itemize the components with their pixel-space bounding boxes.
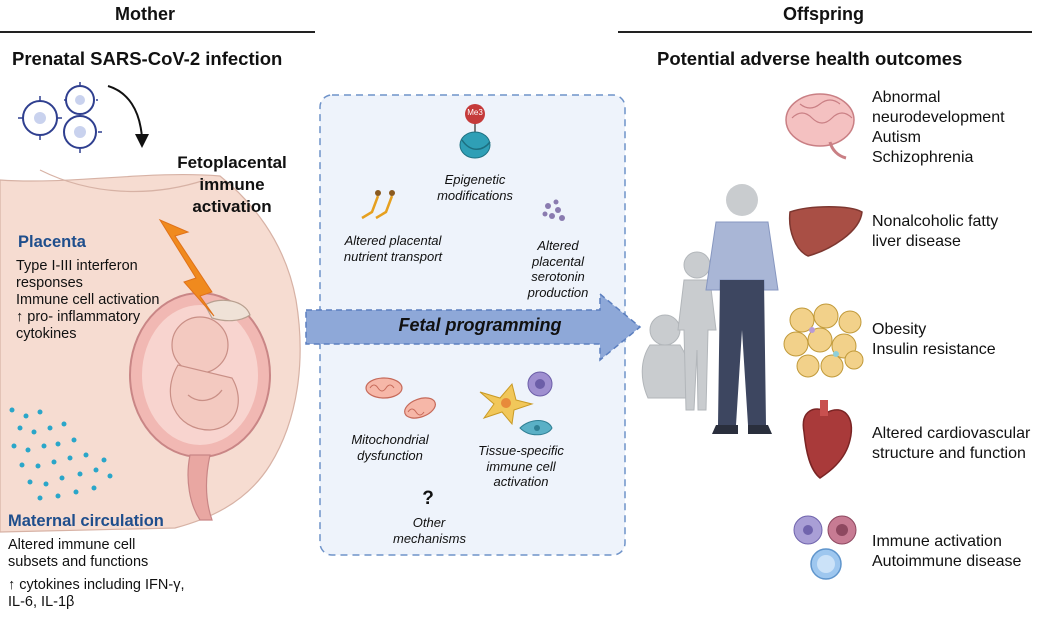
virus-particles-icon: [18, 82, 102, 153]
placenta-line: cytokines: [16, 326, 77, 342]
serotonin-line: placental: [531, 253, 585, 269]
fetal-programming-label: Fetal programming: [398, 315, 562, 335]
activation-label: Fetoplacental immune activation: [172, 152, 292, 218]
placenta-line: Type I-III interferon: [16, 258, 138, 274]
placenta-line: ↑ pro- inflammatory: [16, 309, 141, 325]
outcome-obesity: Obesity Insulin resistance: [872, 320, 996, 360]
outcome-line: Insulin resistance: [872, 341, 996, 358]
question-mark: ?: [422, 488, 434, 509]
me3-label: Me3: [467, 108, 483, 117]
fetus-illustration: [169, 316, 239, 431]
circulation-title: Maternal circulation: [8, 512, 164, 530]
outcome-line: neurodevelopment: [872, 109, 1005, 126]
nutrient-line: Altered placental: [344, 233, 442, 248]
immune-cells-icon: [793, 515, 857, 580]
mother-header: Mother: [115, 4, 175, 24]
tissue-immune-label: Tissue-specific immune cell activation: [462, 443, 580, 490]
mitochondrial-line: Mitochondrial: [351, 432, 429, 447]
placenta-illustration: [204, 299, 251, 322]
serotonin-label: Altered placental serotonin production: [515, 238, 601, 300]
heart-icon: [802, 400, 853, 479]
outcome-line: Autoimmune disease: [872, 553, 1022, 570]
brain-icon: [785, 93, 855, 160]
infection-arrow: [107, 85, 143, 139]
outcome-line: Autism: [872, 129, 921, 146]
mother-header-rule: [0, 31, 315, 33]
lightning-bolt-icon: [158, 218, 215, 317]
outcome-line: Immune activation: [872, 533, 1002, 550]
tissue-immune-line: Tissue-specific: [478, 443, 564, 458]
placenta-line: responses: [16, 275, 83, 291]
other-mechanisms-label: Other mechanisms: [393, 515, 466, 546]
serotonin-line: serotonin: [531, 269, 585, 284]
mitochondrial-line: dysfunction: [357, 447, 423, 463]
epigenetic-line: Epigenetic: [444, 172, 506, 187]
circulation-line: subsets and functions: [8, 554, 149, 570]
circulation-line: ↑ cytokines including IFN-γ,: [8, 577, 185, 593]
tissue-immune-line: immune cell: [486, 458, 556, 474]
activation-label-line: immune: [199, 175, 265, 194]
outcome-line: Nonalcoholic fatty: [872, 213, 999, 230]
circulation-line: IL-6, IL-1β: [8, 594, 75, 610]
offspring-header-rule: [618, 31, 1032, 33]
activation-label-line: Fetoplacental: [177, 153, 287, 172]
outcome-immune: Immune activation Autoimmune disease: [872, 532, 1021, 572]
tissue-immune-line: activation: [493, 474, 549, 489]
nutrient-label: Altered placental nutrient transport: [328, 233, 458, 264]
outcome-line: Abnormal: [872, 89, 941, 106]
serotonin-line: production: [527, 284, 589, 300]
adipose-icon: [783, 303, 864, 378]
mitochondria-icon: [365, 377, 436, 419]
offspring-subtitle: Potential adverse health outcomes: [657, 48, 963, 69]
mitochondrial-label: Mitochondrial dysfunction: [345, 432, 435, 463]
placenta-title: Placenta: [18, 233, 86, 251]
placenta-details: Type I-III interferon responses Immune c…: [16, 258, 159, 343]
offspring-header: Offspring: [783, 4, 864, 24]
me3-marker-icon: [465, 104, 485, 124]
tissue-immune-cells-icon: [479, 371, 553, 436]
cytokine-dots-icon: [9, 407, 113, 501]
nutrient-transporter-icon: [361, 190, 395, 220]
serotonin-line: Altered: [537, 238, 579, 253]
epigenetic-label: Epigenetic modifications: [420, 172, 530, 203]
mother-subtitle: Prenatal SARS-CoV-2 infection: [12, 48, 283, 69]
family-silhouette-icon: [641, 251, 717, 411]
fetal-programming-arrow: [305, 292, 642, 362]
circulation-line: Altered immune cell: [8, 537, 136, 553]
activation-label-line: activation: [192, 197, 272, 216]
outcome-line: liver disease: [872, 233, 961, 250]
circulation-details: Altered immune cell subsets and function…: [8, 537, 184, 611]
outcome-line: Schizophrenia: [872, 149, 974, 166]
outcome-neuro: Abnormal neurodevelopment Autism Schizop…: [872, 88, 1005, 168]
serotonin-molecules-icon: [542, 199, 565, 221]
outcome-cardio: Altered cardiovascular structure and fun…: [872, 424, 1030, 464]
outcome-liver: Nonalcoholic fatty liver disease: [872, 212, 998, 252]
outcome-line: structure and function: [872, 445, 1026, 462]
nutrient-line: nutrient transport: [343, 248, 443, 264]
outcome-line: Obesity: [872, 321, 927, 338]
liver-icon: [788, 206, 863, 257]
other-line: Other: [412, 515, 446, 530]
adult-figure-icon: [705, 184, 779, 434]
other-line: mechanisms: [393, 530, 466, 546]
outcome-line: Altered cardiovascular: [872, 425, 1031, 442]
placenta-line: Immune cell activation: [16, 292, 160, 308]
epigenetic-line: modifications: [437, 187, 513, 203]
